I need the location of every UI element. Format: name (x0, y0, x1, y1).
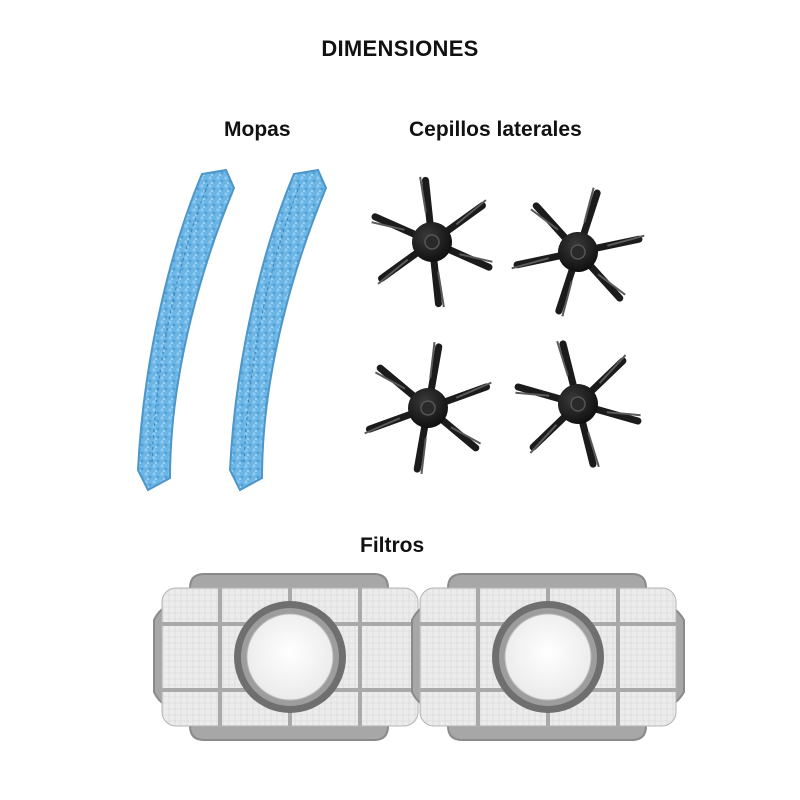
side-brush-3 (359, 333, 496, 483)
section-heading-filtros: Filtros (360, 534, 425, 557)
mop-pad-2 (229, 169, 327, 491)
section-heading-cepillos: Cepillos laterales (409, 118, 582, 141)
page-title: DIMENSIONES (321, 36, 479, 61)
filter-2 (410, 572, 686, 742)
side-brush-2 (502, 171, 653, 332)
section-heading-mopas: Mopas (224, 118, 291, 141)
side-brush-1 (367, 170, 496, 313)
filter-1 (152, 572, 428, 742)
mop-pad-1 (137, 169, 235, 491)
side-brush-4 (506, 326, 650, 482)
